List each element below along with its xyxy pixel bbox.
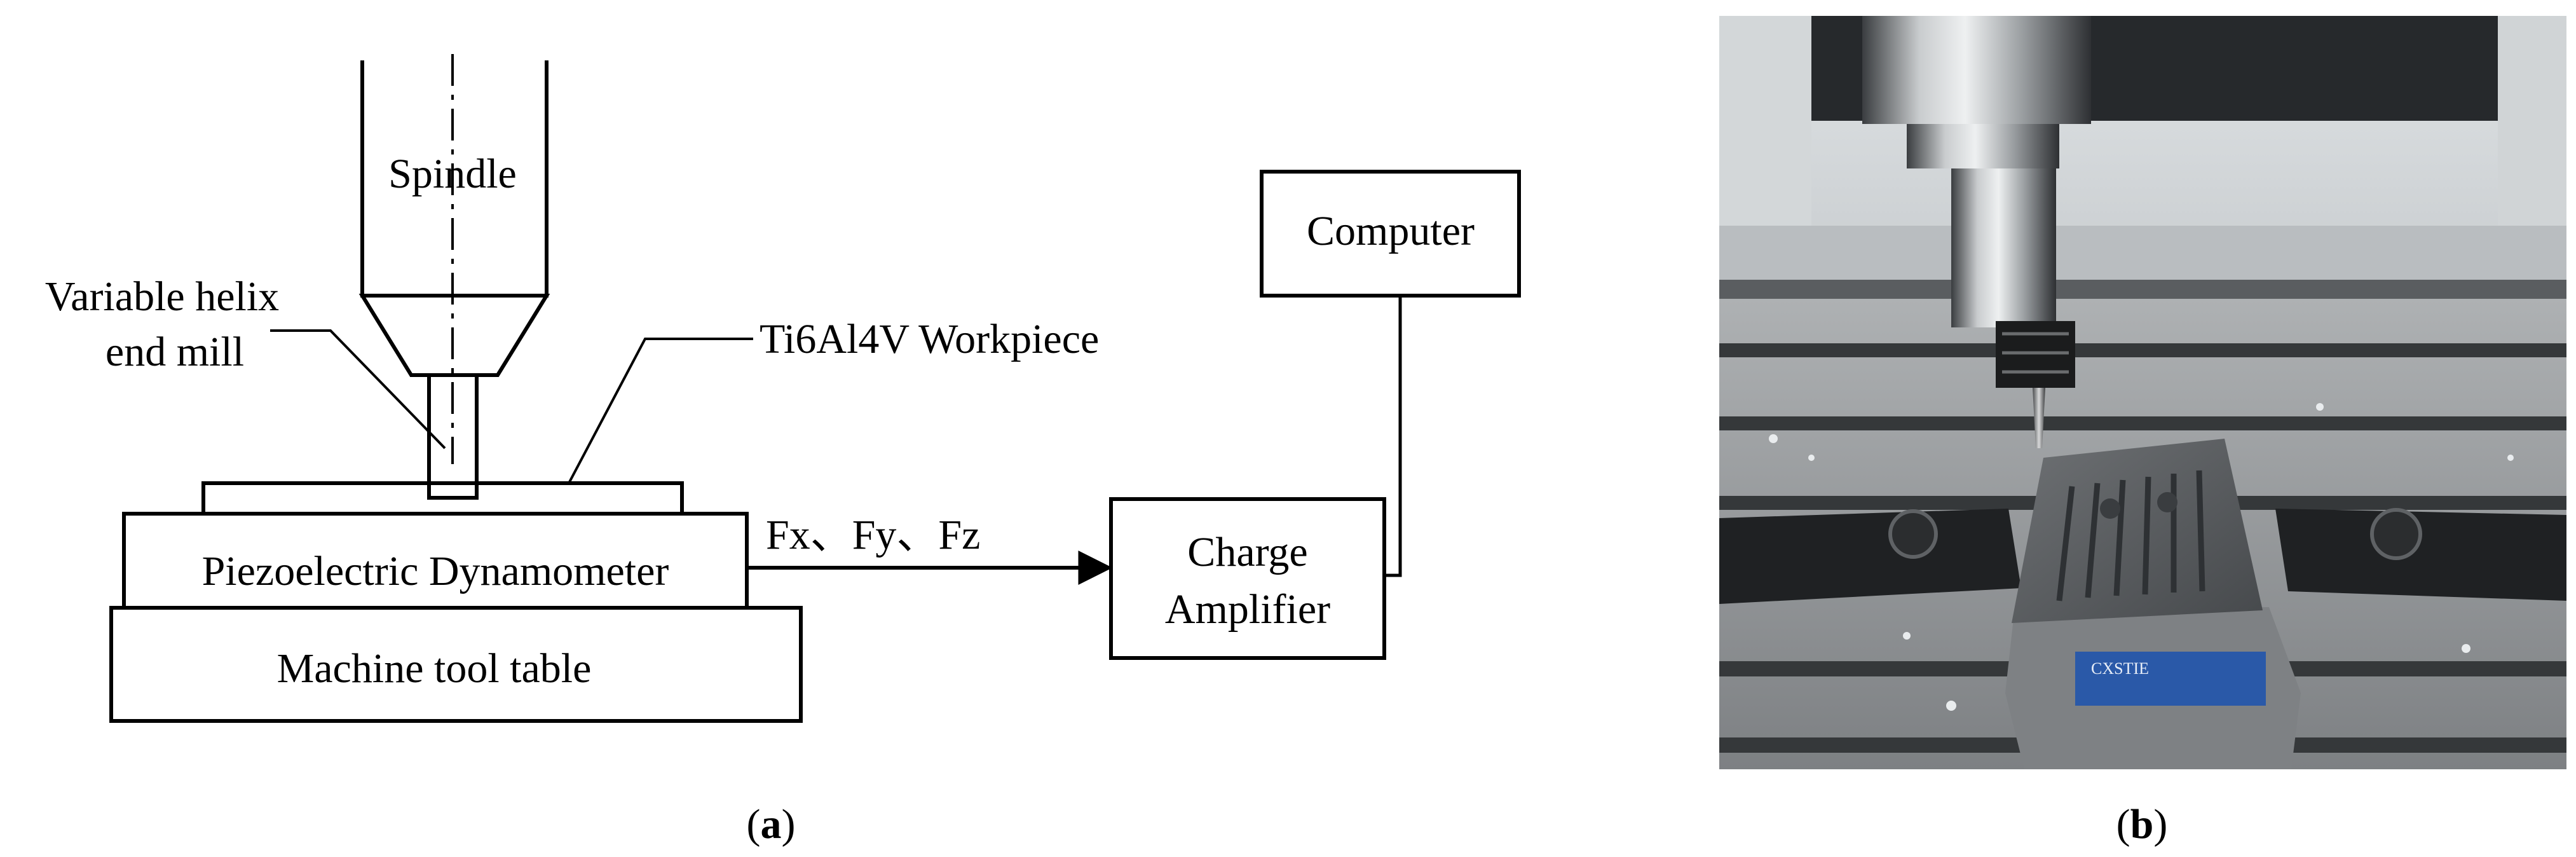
amplifier-computer-wire — [1384, 296, 1402, 577]
charge-amplifier-box — [1109, 497, 1386, 660]
schematic-diagram — [109, 54, 1521, 723]
machining-photo: CXSTIE — [1719, 16, 2566, 769]
charge-amplifier-label-line2: Amplifier — [1165, 586, 1330, 633]
svg-text:(b): (b) — [2116, 801, 2168, 847]
workpiece-label: Ti6Al4V Workpiece — [760, 316, 1099, 362]
machine-table-label: Machine tool table — [277, 645, 592, 692]
caption-b-letter: b — [2130, 801, 2154, 847]
spindle-label: Spindle — [388, 151, 517, 197]
computer-label: Computer — [1307, 208, 1475, 254]
workpiece-leader — [568, 338, 753, 484]
spindle-taper — [358, 294, 550, 377]
end-mill-label-line2: end mill — [106, 329, 244, 375]
computer-box — [1260, 170, 1521, 298]
svg-text:(a): (a) — [747, 801, 796, 847]
caption-a-open: ( — [747, 801, 761, 847]
caption-a: (a) — [747, 801, 796, 847]
schematic-labels: Spindle Variable helix end mill Ti6Al4V … — [45, 151, 1475, 692]
caption-b: (b) — [2116, 801, 2168, 847]
charge-amplifier-label-line1: Charge — [1187, 529, 1307, 575]
end-mill-shank — [427, 373, 479, 500]
end-mill-leader — [270, 329, 446, 449]
end-mill-label-line1: Variable helix — [45, 273, 279, 320]
machine-table-box — [109, 606, 803, 723]
force-label: Fx、Fy、Fz — [766, 512, 980, 558]
vise-plate-text: CXSTIE — [2091, 659, 2149, 678]
caption-b-open: ( — [2116, 801, 2130, 847]
caption-b-close: ) — [2153, 801, 2167, 847]
caption-a-close: ) — [782, 801, 796, 847]
dynamometer-label: Piezoelectric Dynamometer — [202, 548, 669, 594]
caption-a-letter: a — [761, 801, 782, 847]
